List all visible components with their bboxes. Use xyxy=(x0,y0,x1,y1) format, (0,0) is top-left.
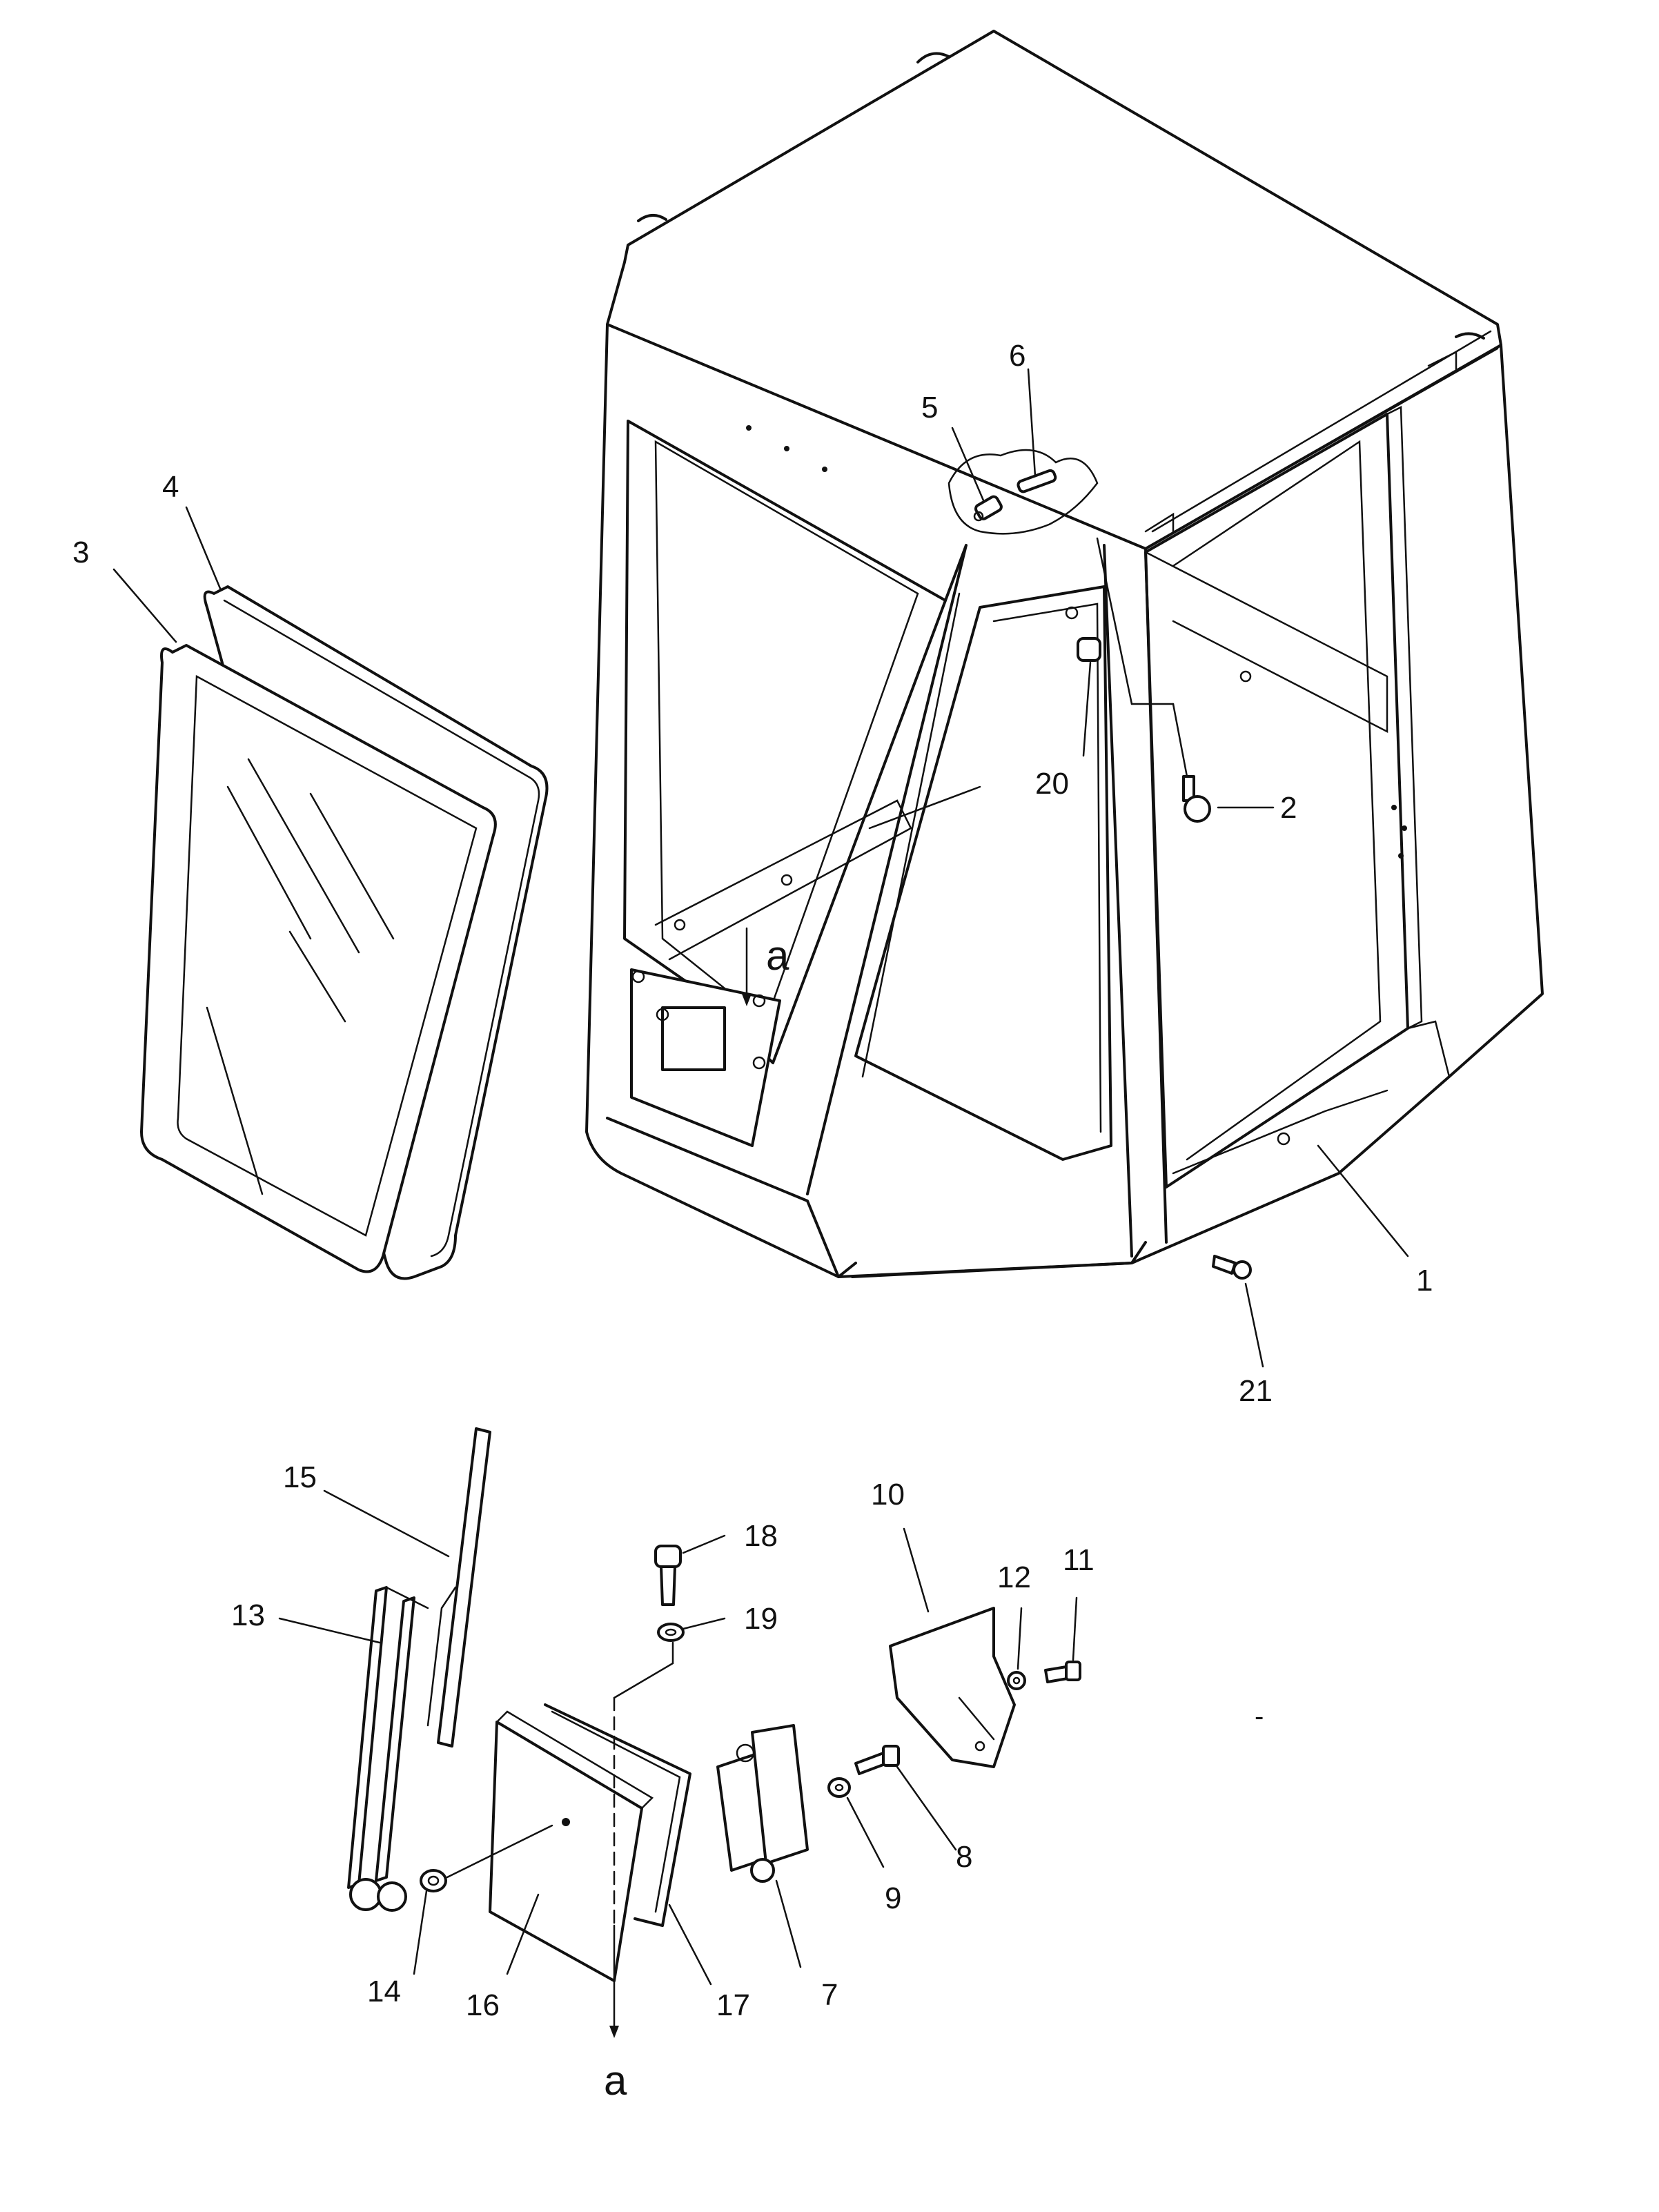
bolt-11 xyxy=(1044,1661,1081,1683)
washer-19 xyxy=(657,1623,685,1642)
mount-bolt-1 xyxy=(631,970,645,983)
glass-glare-2 xyxy=(247,758,360,954)
cab-lower-front xyxy=(606,1117,840,1278)
bolt-21 xyxy=(1212,1255,1252,1280)
frame-hole-large xyxy=(674,919,686,931)
callout-labels: 1 2 3 4 5 6 7 8 9 10 11 12 13 14 15 16 1… xyxy=(72,339,1433,2104)
frame-hole xyxy=(1391,805,1397,810)
window-glass-pane xyxy=(177,674,478,1237)
callout-5: 5 xyxy=(921,391,938,424)
washer-12 xyxy=(1007,1671,1026,1690)
callout-6: 6 xyxy=(1009,339,1025,373)
right-door-frame-post xyxy=(1386,406,1423,1030)
callout-14: 14 xyxy=(367,1975,401,2008)
wiper-mount-window xyxy=(661,1006,726,1071)
wiper-cover xyxy=(489,1710,654,1982)
callout-15: 15 xyxy=(283,1460,317,1494)
rear-beam-upper xyxy=(1144,551,1388,734)
wiper-arm xyxy=(347,1586,429,1912)
frame-hole-large xyxy=(1239,670,1252,683)
lower-right-corner xyxy=(1406,1020,1451,1078)
windshield-opening xyxy=(854,585,1112,1161)
callout-12: 12 xyxy=(997,1560,1031,1594)
window-glass-frame xyxy=(140,644,497,1273)
frame-hole-large xyxy=(781,874,793,886)
roof-lug-left xyxy=(637,214,667,222)
glass-glare-3 xyxy=(309,792,395,940)
mount-bolt-2 xyxy=(752,994,766,1008)
callout-13: 13 xyxy=(231,1598,265,1632)
frame-hole-large xyxy=(1277,1132,1290,1146)
roof-rail xyxy=(1144,330,1499,550)
wiper-blade xyxy=(426,1427,491,1748)
cab-bottom-edge xyxy=(837,1241,1147,1278)
mount-bolt-3 xyxy=(656,1008,669,1021)
callout-3: 3 xyxy=(72,536,89,569)
cab-left-side xyxy=(585,323,857,1278)
frame-hole xyxy=(784,446,789,451)
frame-hole xyxy=(746,425,752,431)
front-pillar-left-inner xyxy=(861,592,961,1078)
roof-bracket-a xyxy=(1144,512,1175,533)
window-assembly xyxy=(140,585,549,1280)
front-pillar-left xyxy=(806,544,968,1195)
frame-hole xyxy=(1398,853,1404,859)
cap-20 xyxy=(1065,606,1101,662)
callout-16: 16 xyxy=(466,1988,500,2022)
roof-bracket-b xyxy=(1427,350,1457,371)
callout-20: 20 xyxy=(1035,767,1069,801)
callout-19: 19 xyxy=(744,1602,778,1636)
washer-14 xyxy=(420,1869,447,1892)
motor-bracket xyxy=(889,1607,1016,1768)
roof-lug-rear xyxy=(916,52,950,63)
mount-bolt-4 xyxy=(752,1056,766,1070)
glass-glare-1 xyxy=(226,785,312,940)
callout-4: 4 xyxy=(162,470,179,504)
bolt-8 xyxy=(854,1745,900,1775)
rear-beam-lower xyxy=(1172,1089,1388,1175)
callout-9: 9 xyxy=(885,1881,901,1915)
frame-hole xyxy=(1402,825,1407,831)
callout-10: 10 xyxy=(871,1478,905,1511)
callout-21: 21 xyxy=(1239,1374,1273,1408)
callout-7: 7 xyxy=(821,1978,838,2012)
callout-17: 17 xyxy=(716,1988,750,2022)
bolt-2 xyxy=(1182,775,1211,823)
pin-5 xyxy=(973,495,1003,522)
windshield-inner xyxy=(992,603,1102,1133)
window-seal-inner xyxy=(223,599,540,1257)
callout-18: 18 xyxy=(744,1519,778,1553)
callout-8: 8 xyxy=(956,1840,972,1874)
cover-gasket xyxy=(544,1703,691,1927)
reference-a-upper: a xyxy=(766,932,789,979)
frame-hole xyxy=(822,467,827,472)
reference-a-lower: a xyxy=(604,2057,627,2104)
dash-mark: - xyxy=(1255,1701,1264,1732)
washer-9 xyxy=(827,1777,851,1798)
leader-lines xyxy=(112,368,1409,2038)
glass-glare-4 xyxy=(288,930,346,1023)
bolt-18 xyxy=(654,1545,682,1606)
cutaway-outline xyxy=(948,449,1099,535)
callout-11: 11 xyxy=(1063,1543,1094,1577)
callout-2: 2 xyxy=(1280,791,1297,825)
right-door-inner xyxy=(1172,440,1382,1161)
cab-body xyxy=(585,30,1544,1278)
glass-glare-5 xyxy=(206,1006,264,1195)
wiper-motor xyxy=(716,1724,809,1883)
callout-1: 1 xyxy=(1416,1264,1433,1298)
